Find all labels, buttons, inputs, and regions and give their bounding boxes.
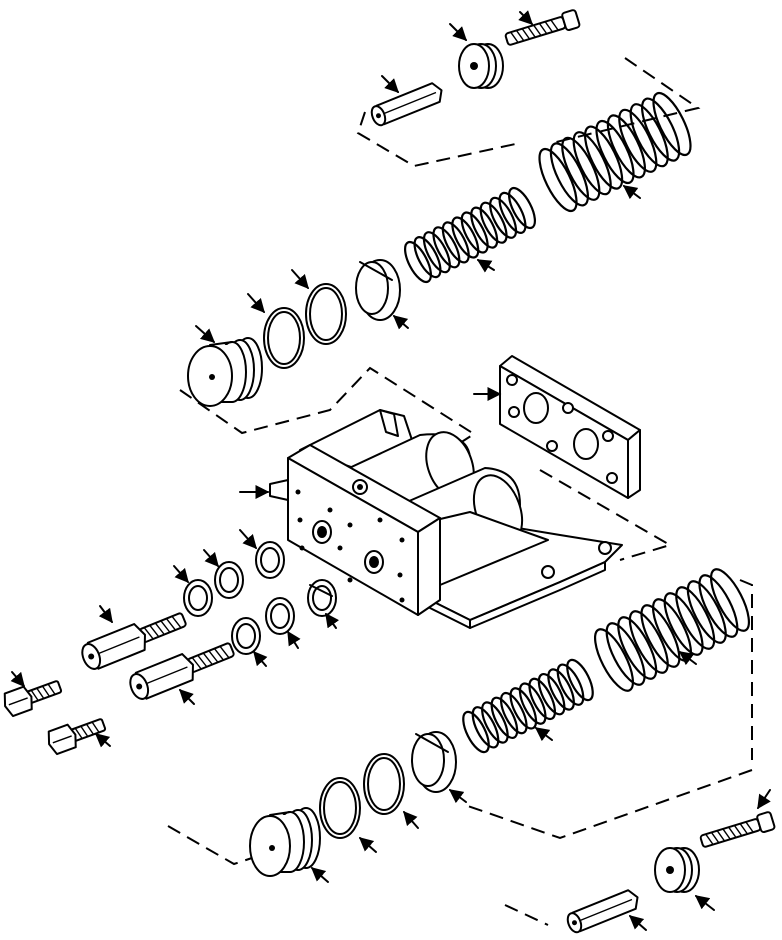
seal-ring-5 [265, 597, 295, 635]
hex-bolt-lower [47, 718, 107, 756]
upper-plug-screw [504, 9, 581, 46]
upper-seal-ring-a [305, 283, 347, 345]
seal-ring-4 [307, 579, 337, 617]
upper-seal-ring-b [263, 307, 305, 369]
lower-seal-ring-a [363, 753, 405, 815]
lower-plug-screw [699, 811, 776, 848]
upper-spacer [370, 82, 443, 127]
upper-retainer [458, 43, 504, 89]
seal-ring-6 [231, 617, 261, 655]
seal-ring-2 [214, 561, 244, 599]
adapter-fitting-lower [129, 642, 235, 700]
upper-inner-spring [404, 186, 536, 284]
lower-outer-spring [594, 568, 750, 692]
upper-valve-sleeve [355, 259, 401, 321]
lower-spacer [566, 889, 639, 934]
lower-retainer [654, 847, 700, 893]
lower-seal-ring-b [319, 777, 361, 839]
housing-port-fitting [269, 479, 289, 501]
seal-ring-3 [183, 579, 213, 617]
lower-valve-sleeve [411, 731, 457, 793]
assembly-guide-lines [167, 57, 753, 926]
adapter-fitting-upper [81, 612, 187, 670]
upper-outer-spring [538, 91, 692, 213]
hex-bolt-upper [3, 680, 63, 718]
lower-end-plug [249, 807, 321, 877]
seal-ring-1 [255, 541, 285, 579]
callout-arrows [10, 10, 771, 931]
mounting-plate [499, 355, 641, 499]
upper-end-plug [187, 337, 263, 407]
lower-inner-spring [462, 658, 594, 754]
valve-housing [287, 409, 623, 629]
